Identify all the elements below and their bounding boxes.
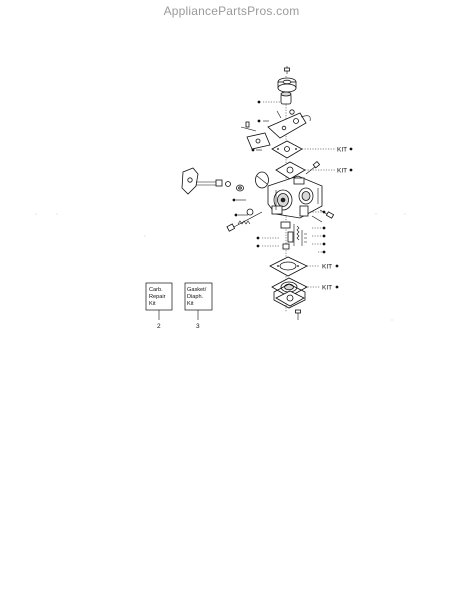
kit-box-line: Kit	[149, 301, 156, 307]
callout-bullet	[234, 213, 238, 217]
gasket-1	[271, 140, 303, 159]
kit-box	[145, 282, 173, 311]
kit-bullet	[335, 264, 339, 268]
callout-bullet	[322, 242, 326, 246]
kit-box-gasket-diaph: Gasket/ Diaph. Kit 3	[184, 282, 213, 330]
kit-box	[184, 282, 213, 311]
kit-callouts: KIT KIT KIT KIT	[322, 147, 353, 292]
callout-bullet	[256, 236, 260, 240]
gasket-2	[275, 161, 306, 180]
callout-bullet	[322, 226, 326, 230]
bottom-plate	[275, 290, 305, 307]
kit-box-line: Repair	[149, 294, 166, 300]
kit-number: 3	[196, 323, 200, 330]
throttle-spring	[236, 199, 254, 216]
metering-lever-diaphragm	[246, 132, 271, 151]
needle-screws	[305, 160, 335, 223]
callout-bullet	[257, 100, 261, 104]
throttle-lever	[181, 167, 223, 195]
top-screw	[284, 66, 290, 74]
metering-plate	[240, 112, 311, 139]
callout-bullet	[322, 234, 326, 238]
kit-label: KIT	[322, 285, 332, 292]
pin-and-spring	[263, 109, 295, 122]
kit-box-line: Kit	[187, 301, 194, 307]
kit-box-line: Carb.	[149, 287, 163, 293]
callout-bullet	[251, 148, 255, 152]
kit-label: KIT	[337, 168, 347, 175]
carburetor-body	[267, 175, 323, 219]
callout-bullet	[256, 244, 260, 248]
kit-bullet	[335, 285, 339, 289]
shaft-washers	[225, 181, 244, 192]
fuel-pump-cap	[277, 77, 297, 93]
callout-bullets	[232, 100, 326, 254]
kit-bullet	[349, 147, 353, 151]
pump-diaphragm	[269, 256, 308, 277]
kit-box-line: Diaph.	[187, 294, 204, 300]
pump-cover	[271, 277, 308, 309]
callout-bullet	[257, 119, 261, 123]
idle-adjust-screw	[226, 211, 263, 232]
kit-number: 2	[157, 323, 161, 330]
kit-bullet	[349, 168, 353, 172]
callout-bullet	[322, 210, 326, 214]
inlet-screen	[280, 91, 292, 105]
kit-label: KIT	[322, 264, 332, 271]
scan-specks	[35, 213, 406, 321]
site-watermark: AppliancePartsPros.com	[163, 4, 300, 18]
kit-label: KIT	[337, 147, 347, 154]
choke-plate	[255, 171, 269, 189]
kit-box-carb-repair: Carb. Repair Kit 2	[145, 282, 173, 330]
kit-box-line: Gasket/	[187, 287, 207, 293]
lower-small-parts	[280, 221, 307, 250]
bottom-screw	[295, 309, 301, 320]
callout-bullet	[232, 198, 236, 202]
callout-bullet	[322, 250, 326, 254]
